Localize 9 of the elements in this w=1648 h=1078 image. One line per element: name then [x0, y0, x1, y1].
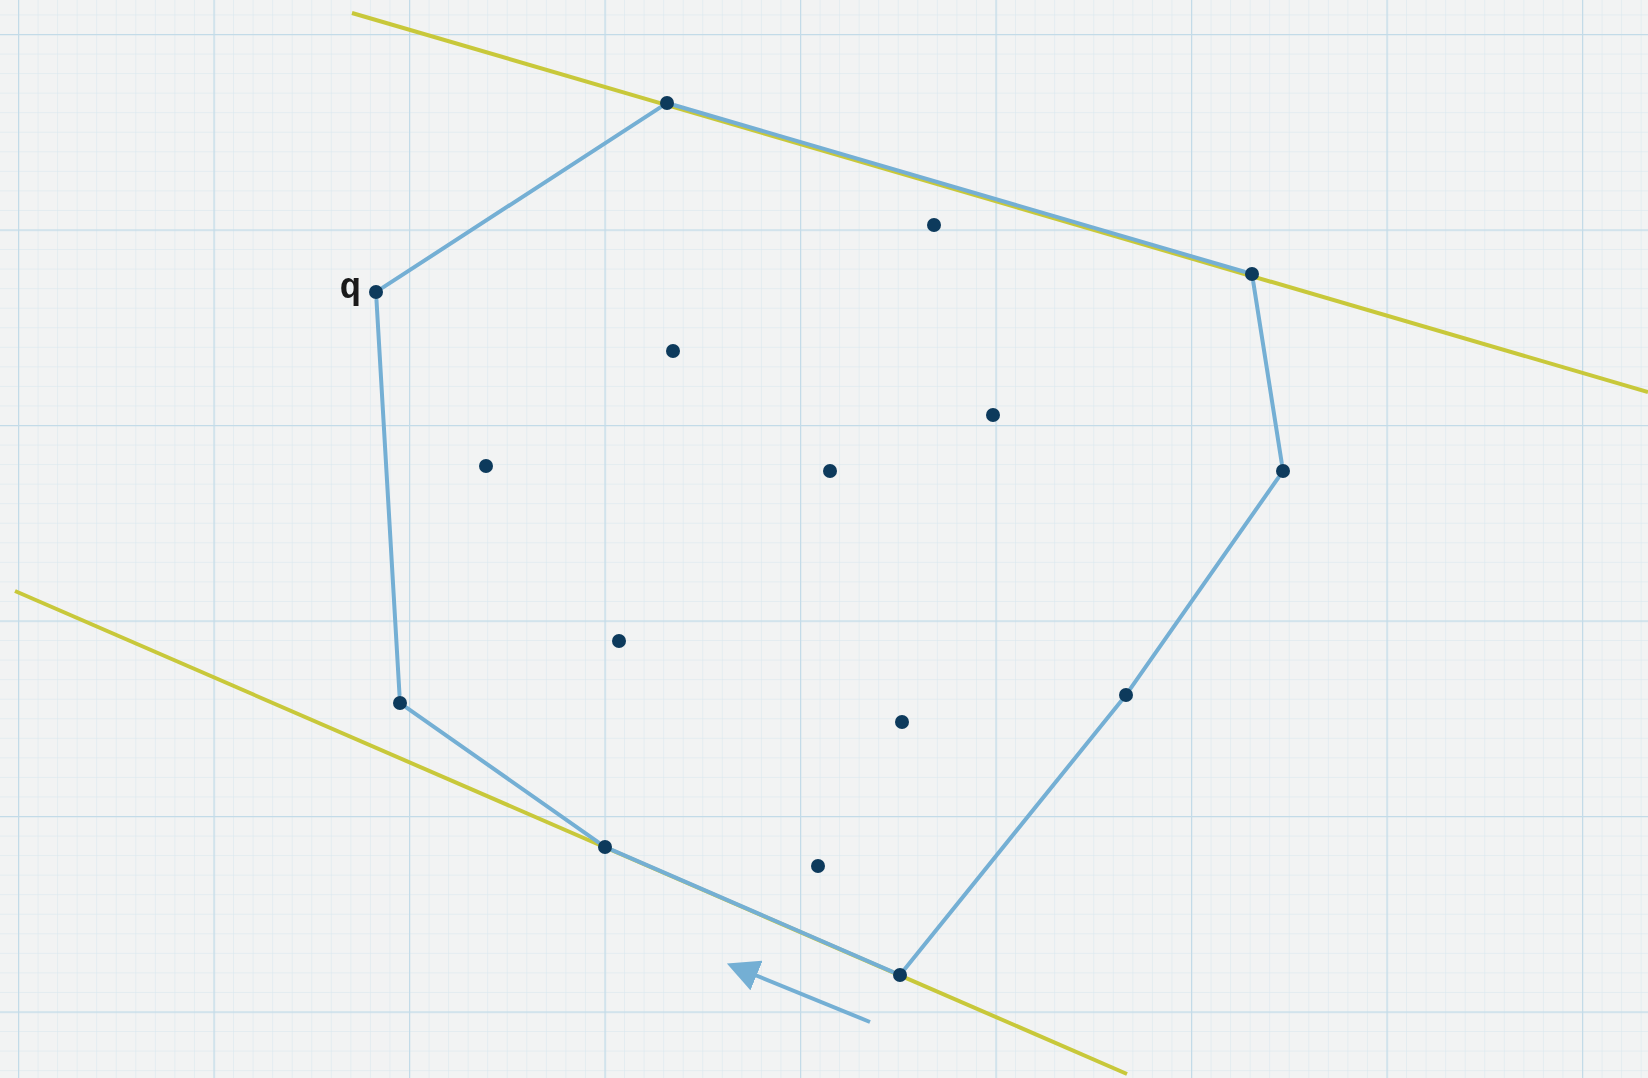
hull-edge	[672, 103, 1247, 274]
hull-edge	[374, 298, 402, 697]
hull-edge	[1128, 475, 1281, 691]
point-label: q	[339, 271, 361, 307]
hull-edge	[610, 848, 895, 974]
hull-edge	[380, 105, 663, 290]
hull-edge	[1251, 279, 1284, 466]
hull-edge	[903, 699, 1123, 971]
hull-edge	[404, 705, 601, 845]
